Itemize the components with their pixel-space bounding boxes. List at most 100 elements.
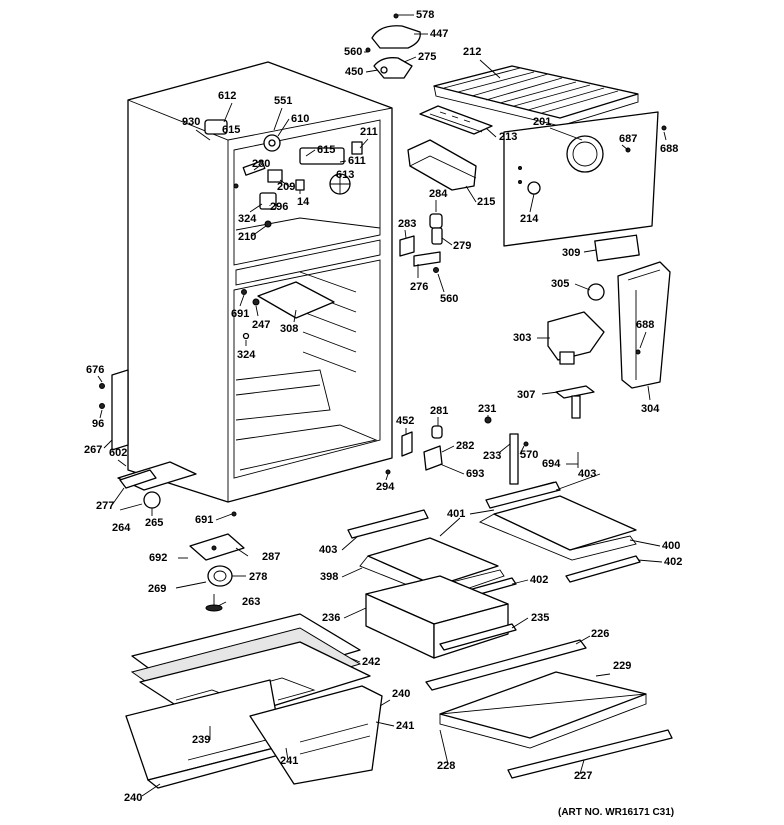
part-label-240a: 240 — [392, 688, 410, 700]
part-label-241b: 241 — [280, 755, 298, 767]
part-label-209: 209 — [277, 181, 295, 193]
part-label-304: 304 — [641, 403, 660, 415]
part-label-265: 265 — [145, 517, 163, 529]
part-label-452: 452 — [396, 415, 414, 427]
part-label-227: 227 — [574, 770, 592, 782]
part-label-263: 263 — [242, 596, 260, 608]
part-label-403b: 403 — [319, 544, 337, 556]
part-label-402a: 402 — [664, 556, 682, 568]
part-label-201: 201 — [533, 116, 551, 128]
leader-lines — [97, 14, 667, 797]
part-label-308: 308 — [280, 323, 298, 335]
part-label-296: 296 — [270, 201, 288, 213]
damper-parts — [399, 213, 443, 273]
part-label-560b: 560 — [440, 293, 458, 305]
part-label-303: 303 — [513, 332, 531, 344]
part-label-281: 281 — [430, 405, 448, 417]
part-label-242: 242 — [362, 656, 380, 668]
ice-bin-215 — [407, 139, 477, 191]
part-label-324b: 324 — [237, 349, 256, 361]
part-label-212: 212 — [463, 46, 481, 58]
refrigerator-cabinet — [111, 61, 393, 503]
part-label-294: 294 — [376, 481, 395, 493]
art-number: (ART NO. WR16171 C31) — [558, 807, 674, 818]
part-label-280: 280 — [252, 158, 270, 170]
glass-shelf-398 — [347, 509, 517, 605]
part-label-693: 693 — [466, 468, 484, 480]
part-label-691a: 691 — [231, 308, 249, 320]
part-label-278: 278 — [249, 571, 267, 583]
part-label-283: 283 — [398, 218, 416, 230]
part-label-551: 551 — [274, 95, 292, 107]
part-label-694: 694 — [542, 458, 561, 470]
glass-shelf-400 — [478, 481, 641, 583]
leveling-parts — [175, 533, 245, 612]
part-label-226: 226 — [591, 628, 609, 640]
part-label-233: 233 — [483, 450, 501, 462]
part-label-615b: 615 — [317, 144, 335, 156]
part-label-612: 612 — [218, 90, 236, 102]
part-label-282: 282 — [456, 440, 474, 452]
part-label-691b: 691 — [195, 514, 213, 526]
part-label-602: 602 — [109, 447, 127, 459]
part-label-213: 213 — [499, 131, 517, 143]
part-label-676: 676 — [86, 364, 104, 376]
shelf-supports — [401, 416, 579, 485]
part-label-235: 235 — [531, 612, 549, 624]
part-label-231: 231 — [478, 403, 496, 415]
part-label-264: 264 — [112, 522, 131, 534]
part-label-214: 214 — [520, 213, 539, 225]
part-label-613: 613 — [336, 169, 354, 181]
part-label-447: 447 — [430, 28, 448, 40]
part-label-688b: 688 — [636, 319, 654, 331]
part-label-930: 930 — [182, 116, 200, 128]
part-label-398: 398 — [320, 571, 338, 583]
part-label-210: 210 — [238, 231, 256, 243]
part-label-402b: 402 — [530, 574, 548, 586]
part-label-14: 14 — [297, 196, 310, 208]
drawer-236 — [365, 575, 517, 659]
part-label-307: 307 — [517, 389, 535, 401]
part-label-279: 279 — [453, 240, 471, 252]
crisper-assembly — [125, 613, 383, 789]
part-label-401: 401 — [447, 508, 465, 520]
part-label-236: 236 — [322, 612, 340, 624]
part-label-269: 269 — [148, 583, 166, 595]
part-label-277: 277 — [96, 500, 114, 512]
part-label-611: 611 — [348, 155, 366, 167]
part-label-240b: 240 — [124, 792, 142, 804]
part-label-305: 305 — [551, 278, 569, 290]
part-label-324a: 324 — [238, 213, 257, 225]
part-label-241a: 241 — [396, 720, 414, 732]
part-label-287: 287 — [262, 551, 280, 563]
part-label-578: 578 — [416, 9, 434, 21]
part-label-247: 247 — [252, 319, 270, 331]
part-label-96: 96 — [92, 418, 104, 430]
part-label-309: 309 — [562, 247, 580, 259]
evaporator-cover-201 — [503, 111, 667, 262]
glass-shelf-229 — [425, 639, 673, 779]
part-label-615a: 615 — [222, 124, 240, 136]
part-label-610: 610 — [291, 113, 309, 125]
part-label-560a: 560 — [344, 46, 362, 58]
part-label-228: 228 — [437, 760, 455, 772]
part-label-403a: 403 — [578, 468, 596, 480]
shelf-308 — [241, 281, 335, 340]
wire-shelf-212 — [433, 65, 639, 127]
freezer-components — [204, 119, 363, 228]
part-label-570: 570 — [520, 449, 538, 461]
part-label-239: 239 — [192, 734, 210, 746]
part-label-692: 692 — [149, 552, 167, 564]
part-label-215: 215 — [477, 196, 495, 208]
part-label-284: 284 — [429, 188, 448, 200]
part-label-267: 267 — [84, 444, 102, 456]
part-label-211: 211 — [360, 126, 378, 138]
light-cover — [365, 13, 421, 79]
part-label-276: 276 — [410, 281, 428, 293]
air-duct — [547, 261, 671, 419]
part-label-450: 450 — [345, 66, 363, 78]
part-label-275: 275 — [418, 51, 436, 63]
part-label-229: 229 — [613, 660, 631, 672]
part-label-688a: 688 — [660, 143, 678, 155]
